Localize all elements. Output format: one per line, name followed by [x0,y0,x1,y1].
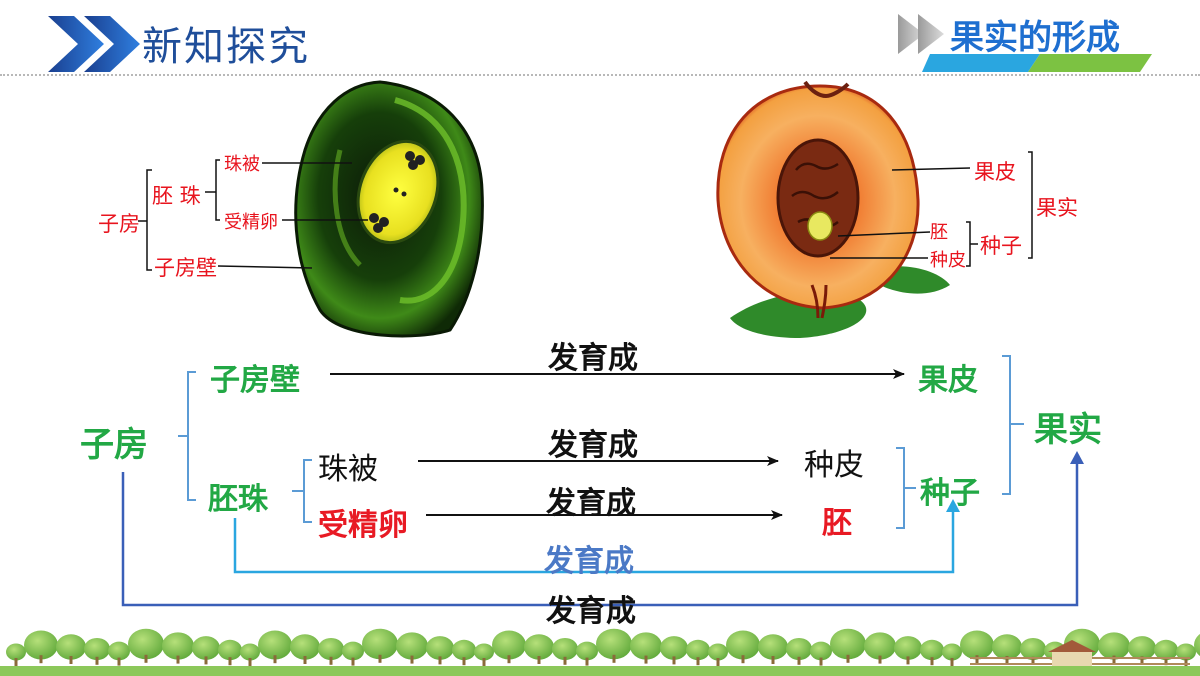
flow-ovary: 子房 [80,425,148,465]
develop-label-3: 发育成 [546,486,636,521]
header-divider [0,74,1200,76]
develop-label-5: 发育成 [546,594,636,629]
label-embryo: 胚 [930,222,948,243]
label-ovary: 子房 [98,212,140,236]
page-title: 新知探究 [142,24,310,70]
flow-ovary-wall: 子房壁 [210,363,300,398]
label-ovary-wall: 子房壁 [154,256,217,280]
flow-fruit: 果实 [1034,410,1102,450]
flow-pericarp: 果皮 [918,363,978,398]
flow-integument: 珠被 [318,452,378,487]
label-seed-coat: 种皮 [930,250,966,271]
develop-label-2: 发育成 [548,428,638,463]
double-chevron-icon [48,16,140,72]
flow-seed-coat: 种皮 [804,448,864,483]
flow-seed: 种子 [920,476,980,511]
flow-embryo: 胚 [822,506,852,541]
label-seed: 种子 [980,234,1022,258]
badge-stripe [922,54,1152,72]
label-fruit: 果实 [1036,196,1078,220]
develop-label-1: 发育成 [548,341,638,376]
section-badge: 果实的形成 [950,18,1120,58]
flow-fertilized-egg: 受精卵 [318,508,408,543]
label-integument: 珠被 [224,154,260,175]
label-fertilized-egg: 受精卵 [224,212,278,233]
house-icon [1048,640,1096,666]
flow-ovule: 胚珠 [208,482,268,517]
develop-label-4: 发育成 [544,544,634,579]
label-pericarp: 果皮 [974,160,1016,184]
play-triangles-icon [898,14,944,54]
label-ovule: 胚 珠 [152,184,201,208]
